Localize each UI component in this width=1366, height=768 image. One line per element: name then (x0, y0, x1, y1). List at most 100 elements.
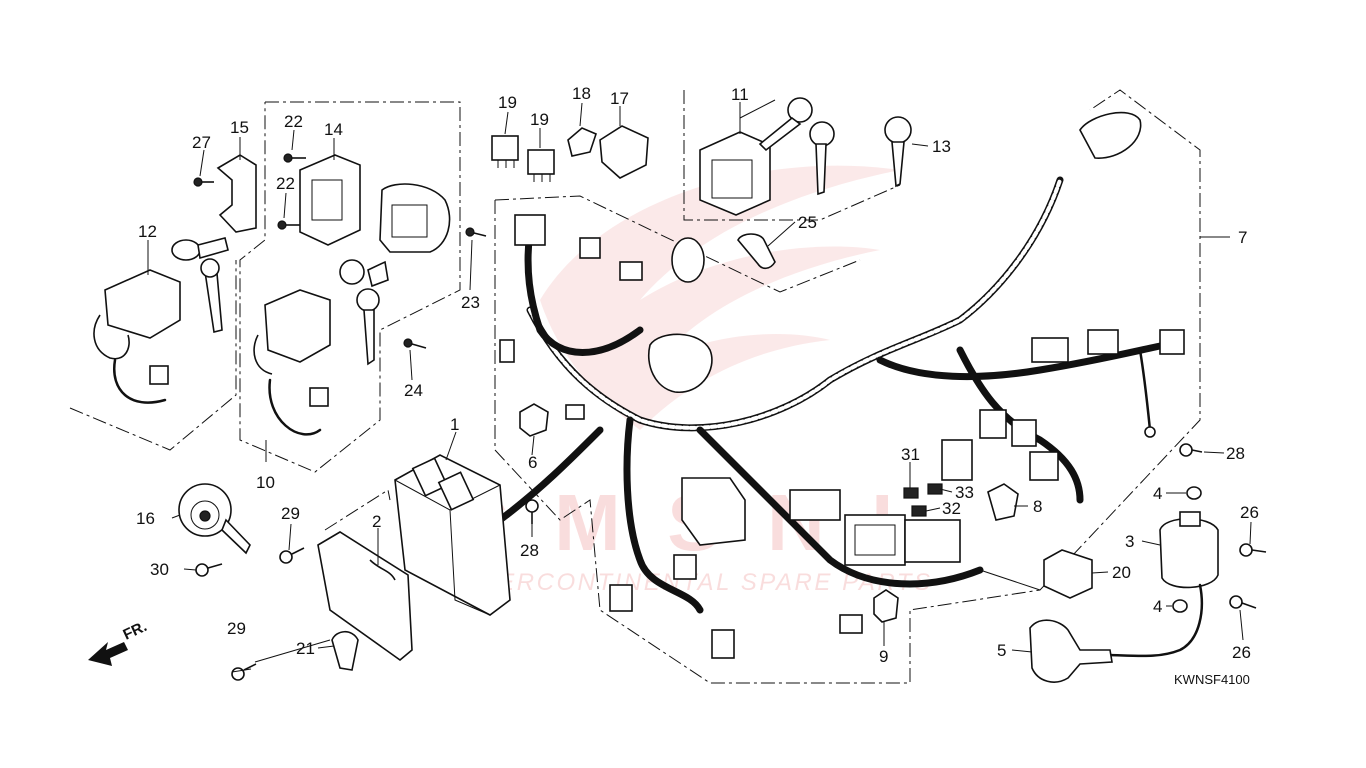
callout-19a: 19 (498, 93, 517, 112)
callout-28b: 28 (1226, 444, 1245, 463)
callout-28a: 28 (520, 541, 539, 560)
relays-top (491, 125, 649, 182)
harness-plug-socket (671, 237, 705, 283)
screw-27-head (193, 177, 203, 187)
harness-fuse-box-detail (854, 524, 896, 556)
harness-connector-i (979, 409, 1007, 439)
cylinder-key2-blade (363, 309, 375, 366)
callout-13: 13 (932, 137, 951, 156)
callout-26a: 26 (1240, 503, 1259, 522)
callout-33: 33 (955, 483, 974, 502)
bracket-15 (193, 154, 257, 233)
harness-connector-a (514, 214, 546, 246)
horn-center (199, 510, 211, 522)
ecu-plate-2 (317, 531, 413, 671)
harness-connector-b (579, 237, 601, 259)
screw-24-shank (411, 343, 427, 349)
key-set-key2-blade (815, 143, 827, 196)
key-set-key1-blade (758, 116, 802, 152)
bolt-30-shank (207, 563, 223, 569)
horn-inner (190, 500, 220, 530)
cylinder-body (264, 289, 331, 363)
harness-lead-28 (1138, 348, 1152, 432)
callout-2: 2 (372, 512, 381, 531)
seat-lock-detail (311, 179, 343, 221)
callout-18: 18 (572, 84, 591, 103)
key-set-lock-detail (711, 159, 753, 199)
screw-22b-head (277, 220, 287, 230)
ignition-key-blade (197, 237, 229, 260)
ecu-socket-a (411, 457, 449, 497)
plug-cap-5 (1029, 619, 1113, 683)
callout-7: 7 (1238, 228, 1247, 247)
ignition-coil-3 (1029, 486, 1219, 683)
key-13-head (884, 116, 912, 144)
bolt-26b-head (1229, 595, 1243, 609)
callout-3: 3 (1125, 532, 1134, 551)
bolt-29a-shank (291, 547, 305, 555)
cylinder-connector (309, 387, 329, 407)
washer-4b (1172, 599, 1188, 613)
seat-lock-cylinder-10 (253, 259, 389, 436)
callout-24: 24 (404, 381, 423, 400)
front-direction-label: FR. (121, 618, 150, 644)
bolt-28b-head (1179, 443, 1193, 457)
cap-8 (987, 483, 1019, 521)
callout-11: 11 (731, 85, 749, 104)
horn-bracket (221, 518, 251, 555)
frame-harness-7 (494, 89, 1201, 684)
harness-connector-p (839, 614, 863, 634)
harness-cover (681, 477, 746, 546)
callout-20: 20 (1112, 563, 1131, 582)
callout-1: 1 (450, 415, 459, 434)
harness-connector-l (1029, 451, 1059, 481)
bolt-29b-head (231, 667, 245, 681)
frame-ignition-switch-12 (69, 260, 237, 451)
ecu-1 (394, 454, 511, 616)
cylinder-tag (367, 260, 389, 288)
harness-fuse-box (844, 514, 906, 566)
harness-connector-e (565, 404, 585, 420)
harness-connector-f (1031, 337, 1069, 363)
bolt-30-head (195, 563, 209, 577)
washer-4a (1186, 486, 1202, 500)
bolt-28b-shank (1191, 449, 1203, 453)
front-direction-indicator: FR. (88, 618, 150, 666)
clip-25 (737, 233, 776, 270)
screw-22a-head (283, 153, 293, 163)
ignition-key-spare-head (200, 258, 220, 278)
harness-box-top (789, 489, 841, 521)
callout-5: 5 (997, 641, 1006, 660)
frame-seat-lock-10 (239, 101, 461, 473)
callout-16: 16 (136, 509, 155, 528)
cylinder-key2-head (356, 288, 380, 312)
harness-branch-right (876, 341, 1169, 381)
relay-20 (1043, 549, 1093, 599)
relay-19a (491, 135, 519, 161)
callout-labels: 1 2 3 4 4 5 6 7 8 9 10 11 12 13 14 15 16… (136, 84, 1259, 666)
harness-connector-c (619, 261, 643, 281)
leader-lines (147, 99, 1252, 673)
frame-harness-top (494, 195, 861, 293)
relay-9 (873, 589, 899, 623)
bolt-26a-shank (1251, 549, 1267, 553)
callout-22b: 22 (276, 174, 295, 193)
ignition-switch-body (104, 269, 181, 339)
callout-32: 32 (942, 499, 961, 518)
harness-connector-n (609, 584, 633, 612)
key-set-11 (699, 97, 912, 216)
frame-ecu-1 (324, 489, 391, 531)
harness-fuse-box2 (904, 519, 961, 563)
relay-6 (519, 403, 549, 437)
callout-4a: 4 (1153, 484, 1162, 503)
callout-27: 27 (192, 133, 211, 152)
harness-plug-round (648, 333, 713, 393)
screw-23-head (465, 227, 475, 237)
main-wire-harness-7 (496, 111, 1185, 659)
callout-29b: 29 (227, 619, 246, 638)
harness-connector-g (1087, 329, 1119, 355)
key-13-blade (891, 141, 905, 188)
callout-12: 12 (138, 222, 157, 241)
seat-lock-cover (379, 183, 451, 253)
